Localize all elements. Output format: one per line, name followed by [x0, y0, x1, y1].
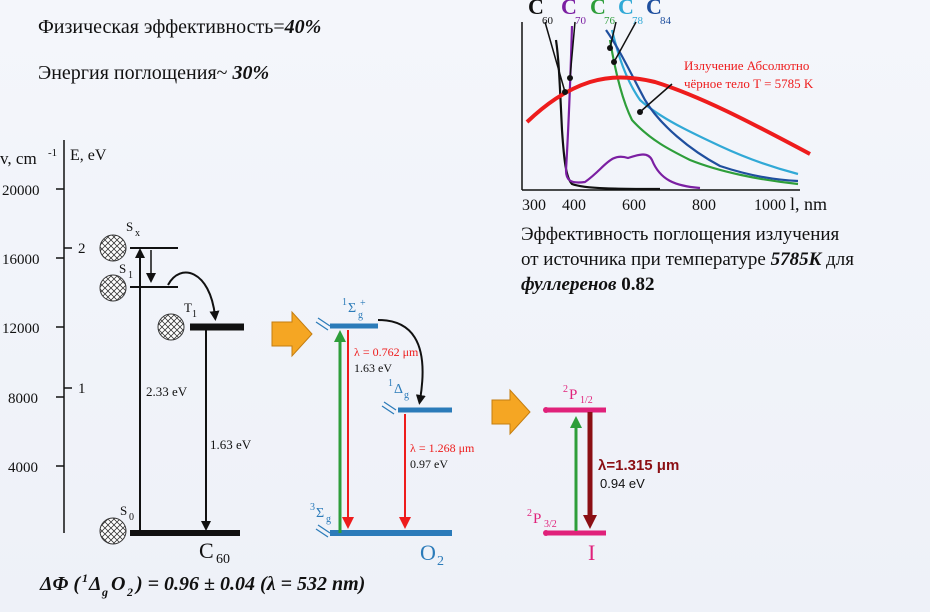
- label-c70-letter: C: [561, 0, 577, 19]
- label-c78-sub: 78: [632, 15, 644, 27]
- caption-value: 0.82: [616, 274, 655, 295]
- pointer-c76-dot: [607, 45, 613, 51]
- absorbed-energy-line: Энергия поглощения~ 30%: [38, 62, 269, 85]
- label-c60-sub: 60: [542, 15, 554, 27]
- label-c76-sub: 76: [604, 15, 616, 27]
- x-tick-300: 300: [522, 197, 546, 214]
- label-c84-letter: C: [646, 0, 662, 19]
- absorbed-energy-value: 30%: [232, 62, 270, 84]
- curve-blackbody: [525, 75, 811, 156]
- label-c78-letter: C: [618, 0, 634, 19]
- pointer-c76: [609, 21, 617, 49]
- curve-labels: C 60 C 70 C 76 C 78 C 84: [528, 0, 672, 27]
- caption-line2-c: для: [821, 249, 854, 270]
- pointer-c60-dot: [562, 89, 568, 95]
- pointer-blackbody-dot: [637, 109, 643, 115]
- x-axis-unit: l, nm: [790, 194, 827, 214]
- x-tick-400: 400: [562, 197, 586, 214]
- physical-efficiency-line: Физическая эффективность=40%: [38, 16, 321, 39]
- caption-line2: от источника при температуре 5785K для: [521, 247, 854, 272]
- caption-fullerenes: фуллеренов: [521, 274, 617, 295]
- curve-c84: [605, 29, 799, 183]
- absorbed-energy-label: Энергия поглощения~: [38, 62, 233, 84]
- x-tick-1000: 1000: [754, 197, 786, 214]
- blackbody-label-line2: чёрное тело T = 5785 K: [684, 76, 814, 91]
- blackbody-label-line1: Излучение Абсолютно: [684, 58, 809, 73]
- pointer-c70-dot: [567, 75, 573, 81]
- pointer-c78-dot: [611, 59, 617, 65]
- x-tick-800: 800: [692, 197, 716, 214]
- physical-efficiency-value: 40%: [284, 16, 322, 38]
- x-tick-600: 600: [622, 197, 646, 214]
- physical-efficiency-label: Физическая эффективность=: [38, 16, 285, 38]
- label-c84-sub: 84: [660, 15, 672, 27]
- caption-line1: Эффективность поглощения излучения: [521, 224, 840, 245]
- curve-c76: [608, 39, 799, 186]
- pointer-blackbody: [639, 83, 673, 113]
- caption-temperature: 5785K: [770, 249, 822, 270]
- pointer-c70: [569, 21, 576, 79]
- label-c70-sub: 70: [575, 15, 587, 27]
- pointer-c60: [544, 21, 566, 93]
- spectrum-x-ticks: 300 400 600 800 1000 l, nm: [522, 194, 827, 214]
- caption-line3: фуллеренов 0.82: [521, 272, 654, 297]
- curve-c78: [610, 29, 799, 176]
- label-c76-letter: C: [590, 0, 606, 19]
- caption-line2-a: от источника при температуре: [521, 249, 771, 270]
- pointer-c78: [613, 21, 637, 63]
- curve-c70: [564, 25, 701, 190]
- label-c60-letter: C: [528, 0, 544, 19]
